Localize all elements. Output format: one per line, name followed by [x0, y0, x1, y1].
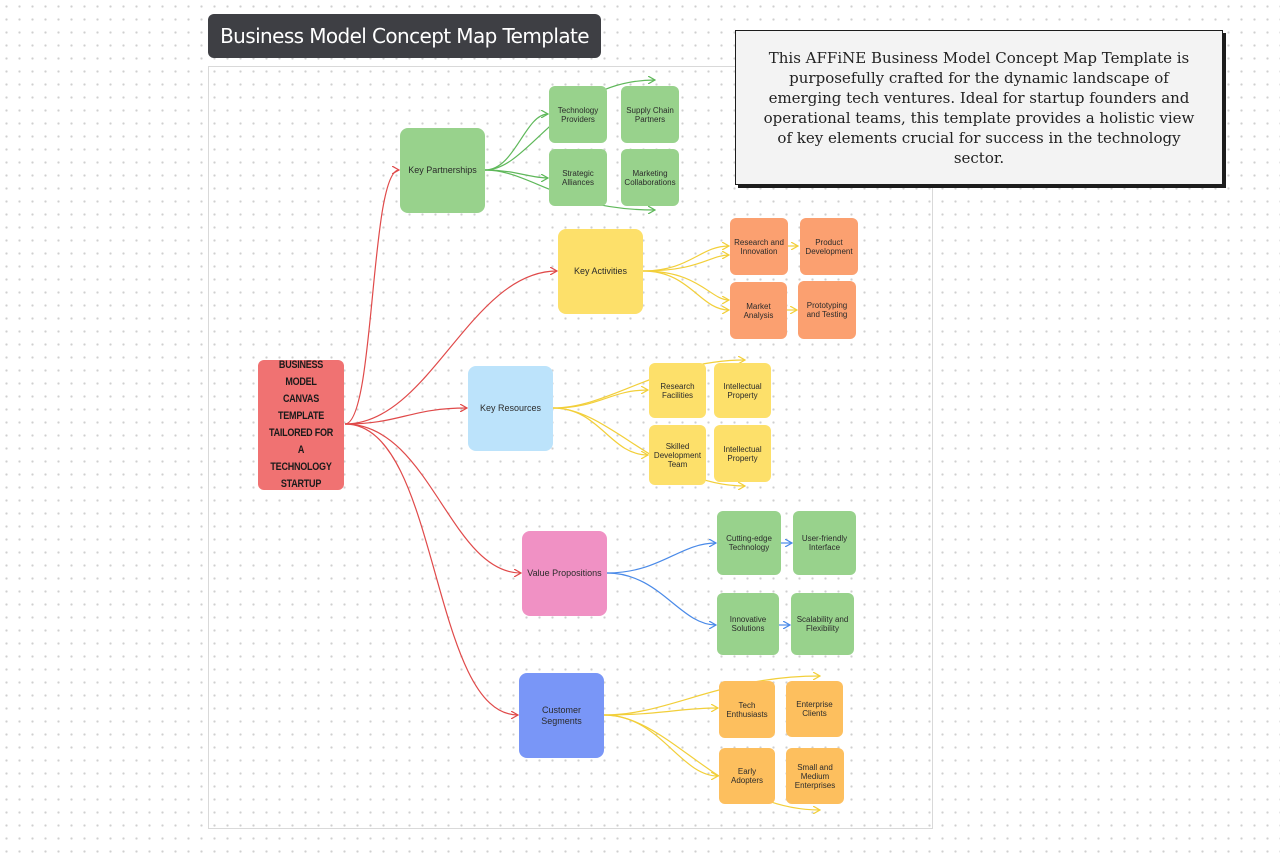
leaf-innovative-solutions[interactable]: Innovative Solutions — [717, 593, 779, 655]
connector-segments-3 — [603, 676, 820, 716]
connector-value-1 — [606, 543, 716, 574]
leaf-marketing-collaborations[interactable]: Marketing Collaborations — [621, 149, 679, 206]
connector-activities-3 — [642, 255, 729, 272]
leaf-small-and-medium-enterprises[interactable]: Small and Medium Enterprises — [786, 748, 844, 804]
branch-customer-segments[interactable]: Customer Segments — [519, 673, 604, 758]
description-note-text: This AFFiNE Business Model Concept Map T… — [763, 48, 1195, 167]
leaf-research-and-innovation[interactable]: Research and Innovation — [730, 218, 788, 275]
branch-key-activities[interactable]: Key Activities — [558, 229, 643, 314]
leaf-skilled-development-team[interactable]: Skilled Development Team — [649, 425, 706, 485]
leaf-tech-enthusiasts[interactable]: Tech Enthusiasts — [719, 681, 775, 738]
frame-title[interactable]: Business Model Concept Map Template — [208, 14, 601, 58]
leaf-user-friendly-interface[interactable]: User-friendly Interface — [793, 511, 856, 575]
leaf-early-adopters[interactable]: Early Adopters — [719, 748, 775, 804]
root-label: Business Model Canvas Template Tailored … — [268, 359, 334, 490]
connector-partnerships-1 — [484, 114, 548, 171]
connector-root-value — [344, 423, 521, 573]
leaf-scalability-and-flexibility[interactable]: Scalability and Flexibility — [791, 593, 854, 655]
leaf-cutting-edge-technology[interactable]: Cutting-edge Technology — [717, 511, 781, 575]
leaf-intellectual-property-2[interactable]: Intellectual Property — [714, 425, 771, 482]
leaf-research-facilities[interactable]: Research Facilities — [649, 363, 706, 418]
connector-activities-2 — [642, 270, 729, 310]
frame-boundary — [208, 66, 933, 829]
root-node[interactable]: Business Model Canvas Template Tailored … — [258, 359, 344, 490]
connector-resources-2 — [552, 407, 648, 455]
connector-root-segments — [344, 423, 518, 715]
connector-resources-3 — [552, 360, 745, 409]
leaf-market-analysis[interactable]: Market Analysis — [730, 282, 787, 339]
branch-key-resources[interactable]: Key Resources — [468, 366, 553, 451]
leaf-enterprise-clients[interactable]: Enterprise Clients — [786, 681, 843, 737]
description-note[interactable]: This AFFiNE Business Model Concept Map T… — [735, 30, 1223, 185]
leaf-prototyping-and-testing[interactable]: Prototyping and Testing — [798, 281, 856, 339]
leaf-strategic-alliances[interactable]: Strategic Alliances — [549, 149, 607, 206]
leaf-technology-providers[interactable]: Technology Providers — [549, 86, 607, 143]
connector-resources-4 — [552, 407, 745, 486]
branch-key-partnerships[interactable]: Key Partnerships — [400, 128, 485, 213]
connector-value-2 — [606, 572, 716, 625]
leaf-supply-chain-partners[interactable]: Supply Chain Partners — [621, 86, 679, 143]
leaf-product-development[interactable]: Product Development — [800, 218, 858, 275]
leaf-intellectual-property-1[interactable]: Intellectual Property — [714, 363, 771, 418]
connector-activities-4 — [642, 270, 729, 300]
connector-root-partnerships — [344, 170, 399, 425]
branch-value-propositions[interactable]: Value Propositions — [522, 531, 607, 616]
connector-root-activities — [344, 271, 557, 425]
connector-root-resources — [344, 408, 467, 425]
connector-segments-4 — [603, 714, 820, 810]
connector-segments-2 — [603, 714, 718, 776]
